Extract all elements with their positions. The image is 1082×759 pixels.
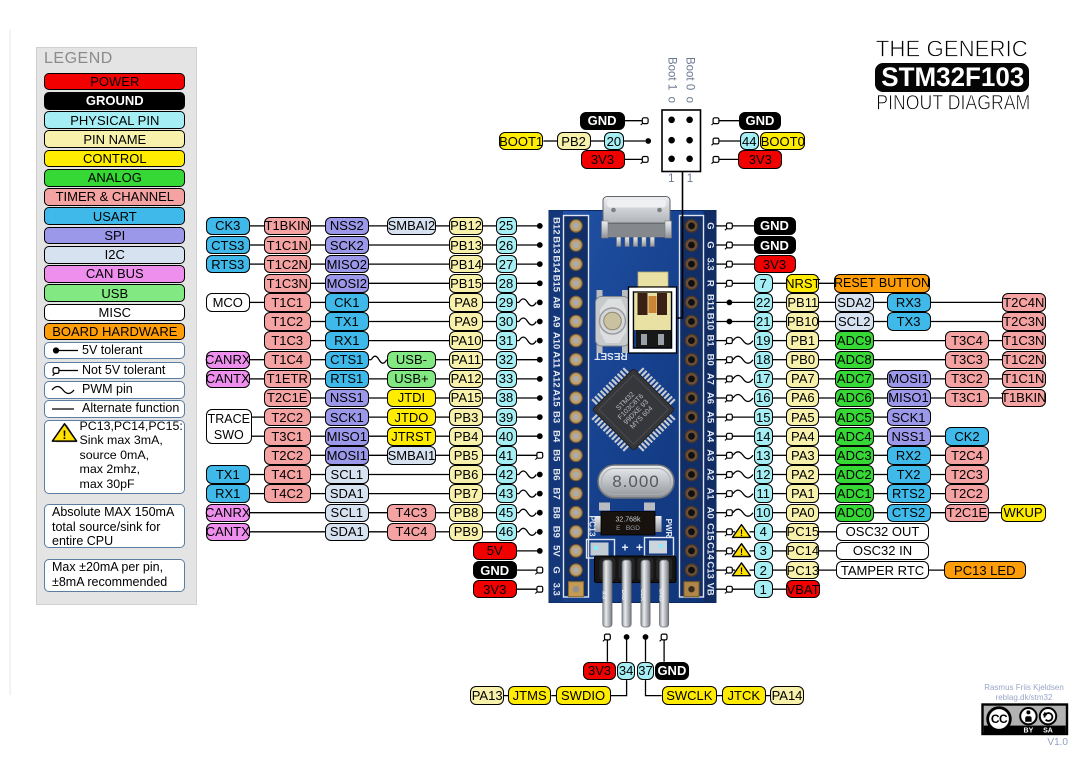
svg-text:C15: C15 <box>705 523 716 541</box>
svg-text:PINOUT DIAGRAM: PINOUT DIAGRAM <box>876 91 1030 114</box>
svg-text:VB: VB <box>705 583 716 596</box>
svg-text:!: ! <box>740 547 743 557</box>
svg-text:CC: CC <box>991 712 1008 726</box>
svg-text:3.3: 3.3 <box>705 257 716 270</box>
svg-text:C13: C13 <box>705 561 716 578</box>
svg-text:A7: A7 <box>705 373 716 385</box>
svg-text:A10: A10 <box>551 332 562 349</box>
svg-text:A11: A11 <box>551 351 562 369</box>
svg-text:A0: A0 <box>705 507 716 519</box>
svg-text:3.3: 3.3 <box>551 583 562 596</box>
svg-text:A12: A12 <box>551 370 562 387</box>
svg-text:1: 1 <box>687 173 693 185</box>
svg-text:A1: A1 <box>705 488 716 501</box>
svg-text:G: G <box>705 222 716 229</box>
svg-text:A4: A4 <box>705 430 716 443</box>
svg-text:A15: A15 <box>551 389 562 407</box>
svg-text:8.000: 8.000 <box>612 472 660 491</box>
svg-text:A6: A6 <box>705 392 716 404</box>
svg-text:B1: B1 <box>705 335 716 348</box>
svg-text:G: G <box>705 241 716 248</box>
svg-text:B7: B7 <box>551 488 562 500</box>
svg-text:Boot 0 o: Boot 0 o <box>684 57 696 103</box>
svg-text:B0: B0 <box>705 354 716 366</box>
svg-text:!: ! <box>63 428 67 442</box>
svg-text:!: ! <box>740 566 743 576</box>
svg-text:B11: B11 <box>705 294 716 312</box>
svg-text:B9: B9 <box>551 526 562 538</box>
svg-text:A5: A5 <box>705 411 716 424</box>
svg-text:B14: B14 <box>551 255 562 273</box>
svg-text:1: 1 <box>668 173 674 185</box>
svg-text:G: G <box>551 566 562 573</box>
svg-text:STM32F103: STM32F103 <box>881 62 1024 92</box>
svg-text:32.768k: 32.768k <box>616 517 641 524</box>
svg-text:THE GENERIC: THE GENERIC <box>876 36 1028 62</box>
svg-text:R: R <box>705 280 716 287</box>
svg-text:E BGD: E BGD <box>616 525 640 532</box>
svg-text:B5: B5 <box>551 449 562 462</box>
svg-text:A8: A8 <box>551 296 562 308</box>
svg-text:SA: SA <box>1043 728 1053 735</box>
svg-text:!: ! <box>740 528 743 538</box>
svg-text:B13: B13 <box>551 236 562 253</box>
svg-text:3.3: 3.3 <box>601 591 607 600</box>
svg-text:B12: B12 <box>551 217 562 234</box>
svg-text:B15: B15 <box>551 275 562 293</box>
svg-text:PWR: PWR <box>664 519 673 538</box>
svg-text:+: + <box>636 541 643 555</box>
svg-text:A3: A3 <box>705 449 716 461</box>
svg-text:BY: BY <box>1024 728 1034 735</box>
svg-text:B10: B10 <box>705 313 716 330</box>
svg-text:B6: B6 <box>551 468 562 480</box>
svg-text:DIO: DIO <box>620 590 626 601</box>
svg-text:RESET: RESET <box>594 350 627 361</box>
svg-text:B3: B3 <box>551 411 562 423</box>
svg-text:CLK: CLK <box>639 589 645 602</box>
svg-text:Boot 1 o: Boot 1 o <box>666 57 678 103</box>
svg-text:PC13: PC13 <box>588 515 598 537</box>
svg-text:GND: GND <box>658 588 664 602</box>
svg-text:B4: B4 <box>551 430 562 443</box>
svg-text:A9: A9 <box>551 315 562 327</box>
svg-text:C14: C14 <box>705 542 716 560</box>
svg-text:A2: A2 <box>705 468 716 480</box>
svg-text:5V: 5V <box>551 545 562 557</box>
svg-text:B8: B8 <box>551 507 562 519</box>
svg-text:+: + <box>621 541 628 555</box>
